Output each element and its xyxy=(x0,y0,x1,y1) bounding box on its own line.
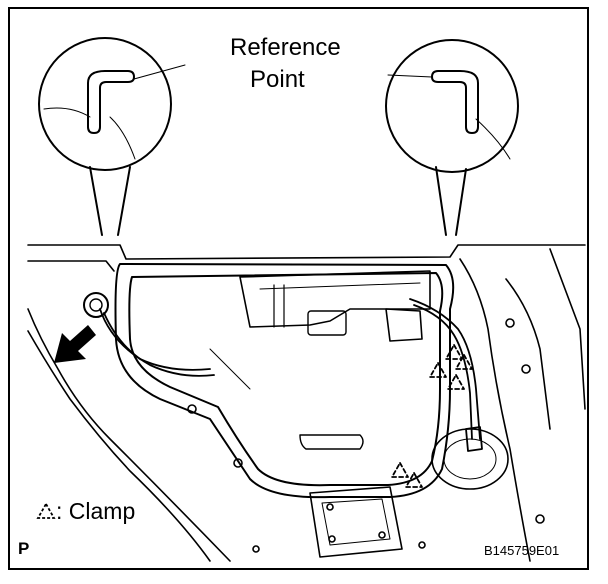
figure-code: B145759E01 xyxy=(484,543,560,558)
right-magnifier-circle xyxy=(385,39,519,236)
wire-harness xyxy=(99,298,483,452)
door-frame xyxy=(27,244,586,562)
bold-arrow-icon xyxy=(54,325,96,363)
clamp-legend-label: : Clamp xyxy=(56,498,136,524)
dashed-triangle-icon xyxy=(36,502,56,519)
left-magnifier-circle xyxy=(38,37,186,236)
clamp-markers xyxy=(391,344,473,488)
panel-letter: P xyxy=(18,539,30,558)
door-panel-diagram xyxy=(27,37,586,562)
speaker-area xyxy=(187,318,545,558)
reference-label-line1: Reference xyxy=(230,34,341,61)
figure-frame: Reference Point : Clamp P B145759E01 xyxy=(8,7,589,570)
grommet xyxy=(83,292,109,318)
inner-panel xyxy=(114,263,455,499)
reference-label-line2: Point xyxy=(250,66,305,93)
